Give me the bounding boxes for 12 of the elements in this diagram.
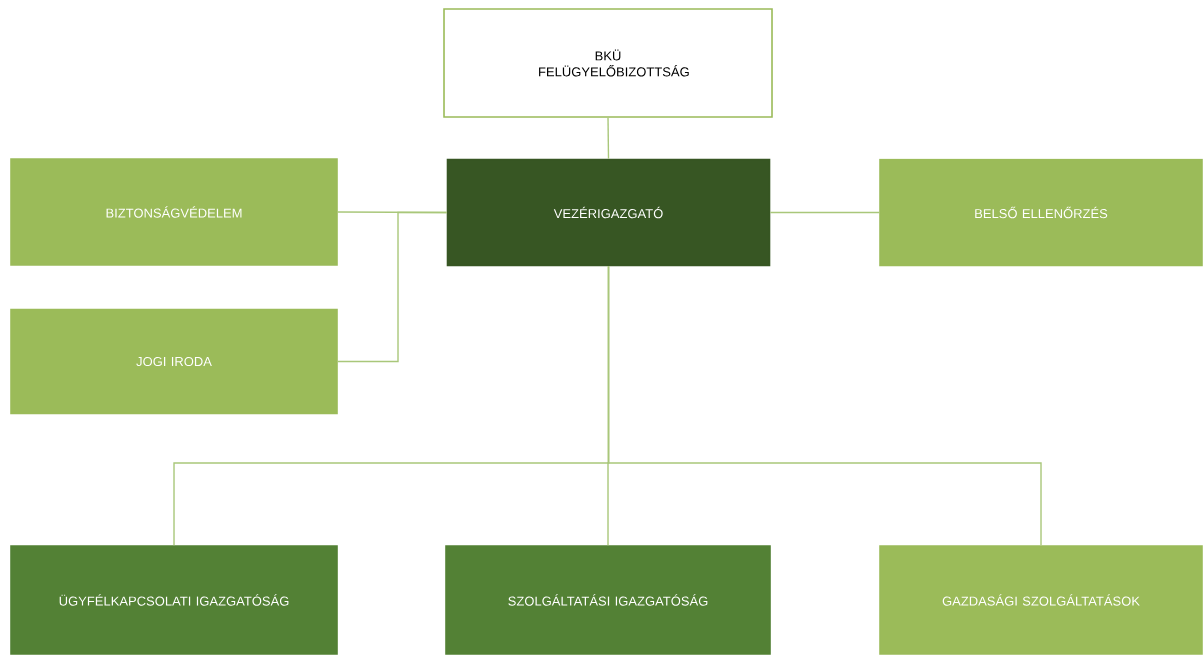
- connector-line: [337, 211, 448, 363]
- department-box: GAZDASÁGI SZOLGÁLTATÁSOK: [879, 545, 1203, 655]
- department-box: BIZTONSÁGVÉDELEM: [10, 158, 338, 266]
- director-box: VEZÉRIGAZGATÓ: [446, 158, 771, 267]
- connector-line: [607, 265, 1042, 546]
- connector-line: [769, 211, 880, 214]
- department-box: JOGI IRODA: [10, 308, 338, 415]
- connector-line: [607, 117, 610, 160]
- directorate-box: SZOLGÁLTATÁSI IGAZGATÓSÁG: [445, 545, 771, 655]
- department-box: BELSŐ ELLENŐRZÉS: [879, 158, 1203, 267]
- board-box: BKÜ FELÜGYELŐBIZOTTSÁG: [443, 8, 773, 118]
- directorate-box: ÜGYFÉLKAPCSOLATI IGAZGATÓSÁG: [10, 545, 338, 655]
